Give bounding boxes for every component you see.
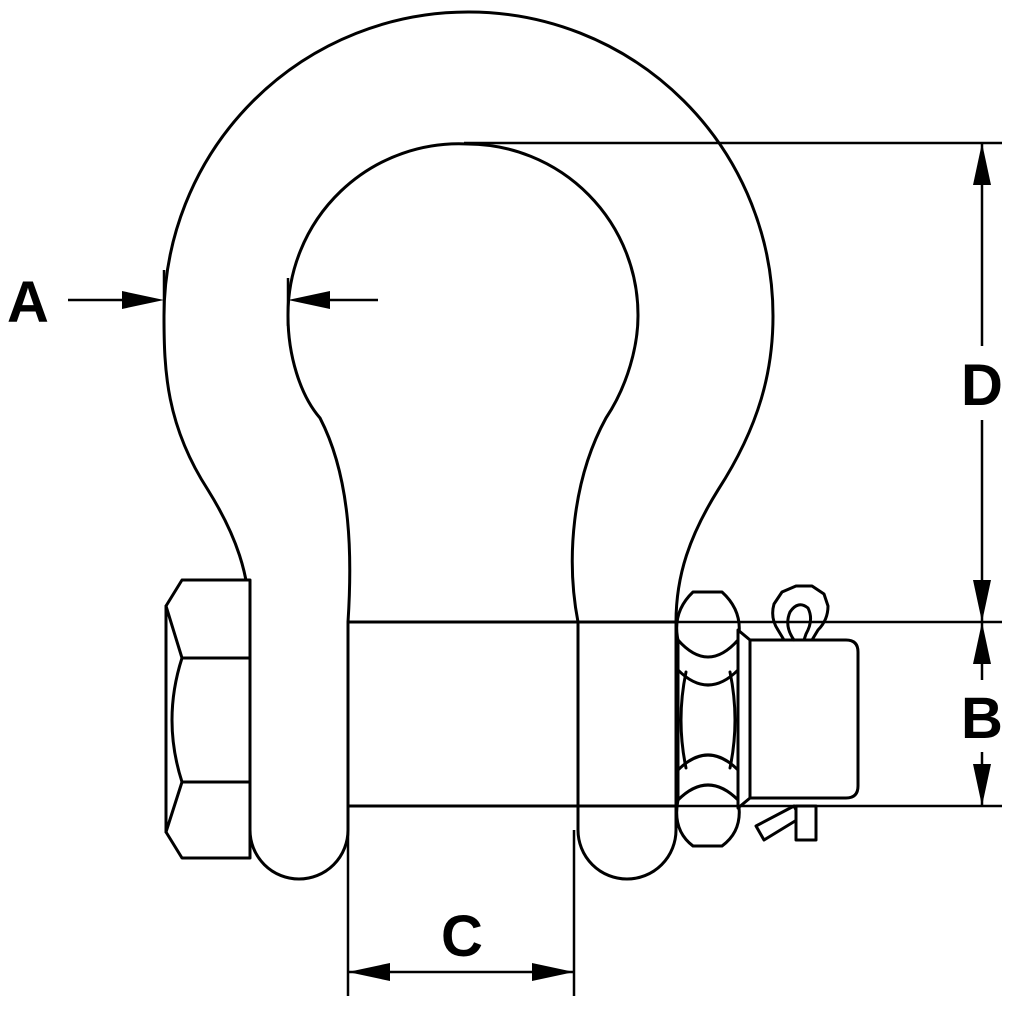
dimension-c: C — [346, 830, 576, 996]
dimension-d-label: D — [961, 353, 1003, 418]
dimension-b-label: B — [961, 686, 1003, 751]
pin-head-hex — [164, 578, 252, 860]
dimension-a: A — [7, 270, 378, 335]
pin-end — [736, 628, 860, 810]
dimension-d: D — [464, 141, 1003, 622]
hex-nut — [675, 590, 741, 848]
dimension-c-label: C — [441, 904, 483, 969]
dimension-b: B — [582, 620, 1003, 808]
dimension-a-label: A — [7, 270, 49, 335]
